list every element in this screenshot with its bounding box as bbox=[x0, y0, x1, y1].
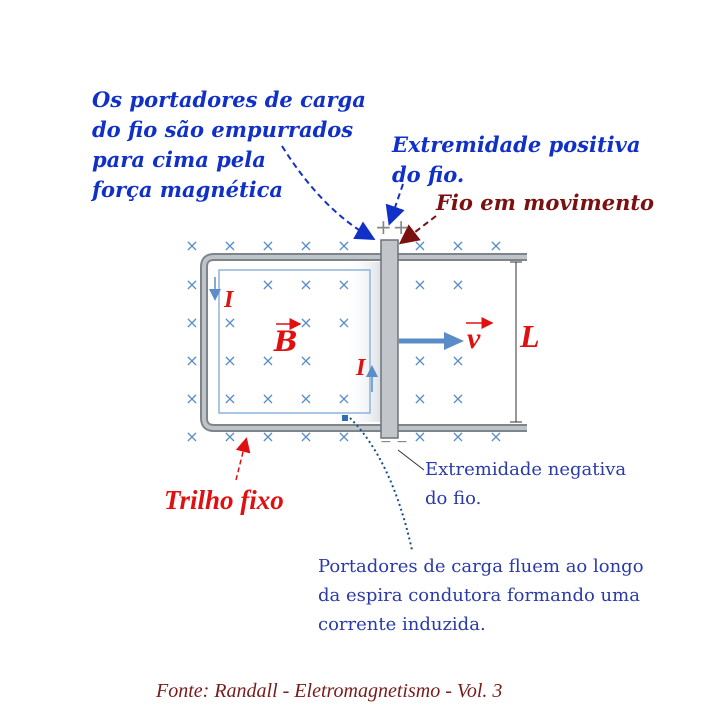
field-cross: × bbox=[413, 389, 426, 408]
negative-charge-signs: − − bbox=[380, 434, 408, 450]
field-cross: × bbox=[489, 236, 502, 255]
induced-current-line-3: corrente induzida. bbox=[318, 614, 486, 635]
field-cross: × bbox=[185, 313, 198, 332]
field-cross: × bbox=[185, 236, 198, 255]
field-cross: × bbox=[413, 236, 426, 255]
induced-current-label: Portadores de carga fluem ao longo da es… bbox=[318, 552, 644, 639]
carriers-pushed-line-4: força magnética bbox=[92, 177, 284, 202]
field-cross: × bbox=[261, 351, 274, 370]
field-cross: × bbox=[223, 389, 236, 408]
negative-end-leader bbox=[397, 449, 425, 471]
positive-end-line-1: Extremidade positiva bbox=[392, 132, 641, 157]
field-cross: × bbox=[299, 313, 312, 332]
field-cross: × bbox=[413, 275, 426, 294]
negative-end-line-1: Extremidade negativa bbox=[425, 459, 627, 480]
induced-current-leader bbox=[349, 417, 413, 551]
field-cross: × bbox=[451, 351, 464, 370]
moving-wire-arrow bbox=[398, 215, 437, 245]
field-cross: × bbox=[261, 389, 274, 408]
velocity-symbol: v bbox=[467, 322, 481, 355]
positive-end-line-2: do fio. bbox=[392, 162, 465, 187]
positive-end-arrow bbox=[385, 183, 405, 226]
fixed-rail-label: Trilho fixo bbox=[164, 485, 284, 515]
field-cross: × bbox=[299, 389, 312, 408]
positive-end-label: Extremidade positiva do fio. bbox=[392, 130, 640, 190]
induced-current-line-1: Portadores de carga fluem ao longo bbox=[318, 556, 644, 577]
velocity-arrow-head bbox=[444, 332, 464, 350]
field-cross: × bbox=[223, 313, 236, 332]
current-symbol-wire: I bbox=[356, 355, 366, 381]
field-cross: × bbox=[185, 275, 198, 294]
field-cross: × bbox=[261, 275, 274, 294]
field-cross: × bbox=[451, 275, 464, 294]
moving-wire-label: Fio em movimento bbox=[436, 190, 655, 215]
field-cross: × bbox=[451, 389, 464, 408]
current-symbol-top: I bbox=[224, 287, 234, 313]
positive-charge-signs: ++ bbox=[375, 215, 411, 239]
field-cross: × bbox=[223, 236, 236, 255]
carriers-pushed-line-2: do fio são empurrados bbox=[92, 117, 354, 142]
field-cross: × bbox=[413, 351, 426, 370]
field-cross: × bbox=[337, 236, 350, 255]
wire-shadow bbox=[345, 262, 381, 422]
field-cross: × bbox=[261, 236, 274, 255]
negative-end-line-2: do fio. bbox=[425, 488, 482, 509]
fixed-rail-highlight bbox=[202, 255, 527, 430]
field-cross: × bbox=[451, 236, 464, 255]
field-cross: × bbox=[185, 389, 198, 408]
field-cross: × bbox=[185, 427, 198, 446]
field-cross: × bbox=[299, 275, 312, 294]
magnetic-field-symbol: B bbox=[274, 325, 298, 358]
source-caption: Fonte: Randall - Eletromagnetismo - Vol.… bbox=[156, 680, 503, 702]
carriers-pushed-line-1: Os portadores de carga bbox=[92, 87, 366, 112]
moving-wire bbox=[380, 239, 399, 439]
field-cross: × bbox=[223, 351, 236, 370]
field-cross: × bbox=[299, 351, 312, 370]
carriers-pushed-line-3: para cima pela bbox=[92, 147, 266, 172]
induced-current-line-2: da espira condutora formando uma bbox=[318, 585, 640, 606]
carriers-pushed-label: Os portadores de carga do fio são empurr… bbox=[92, 85, 366, 205]
field-cross: × bbox=[185, 351, 198, 370]
magnetic-field-crosses: ××××××××××××××××××××××××××××××××××××××× bbox=[185, 236, 502, 446]
field-cross: × bbox=[299, 236, 312, 255]
fixed-rail-arrow bbox=[235, 437, 251, 481]
length-symbol: L bbox=[520, 318, 540, 354]
negative-end-label: Extremidade negativa do fio. bbox=[425, 455, 626, 513]
current-carrier-marker bbox=[342, 415, 348, 421]
